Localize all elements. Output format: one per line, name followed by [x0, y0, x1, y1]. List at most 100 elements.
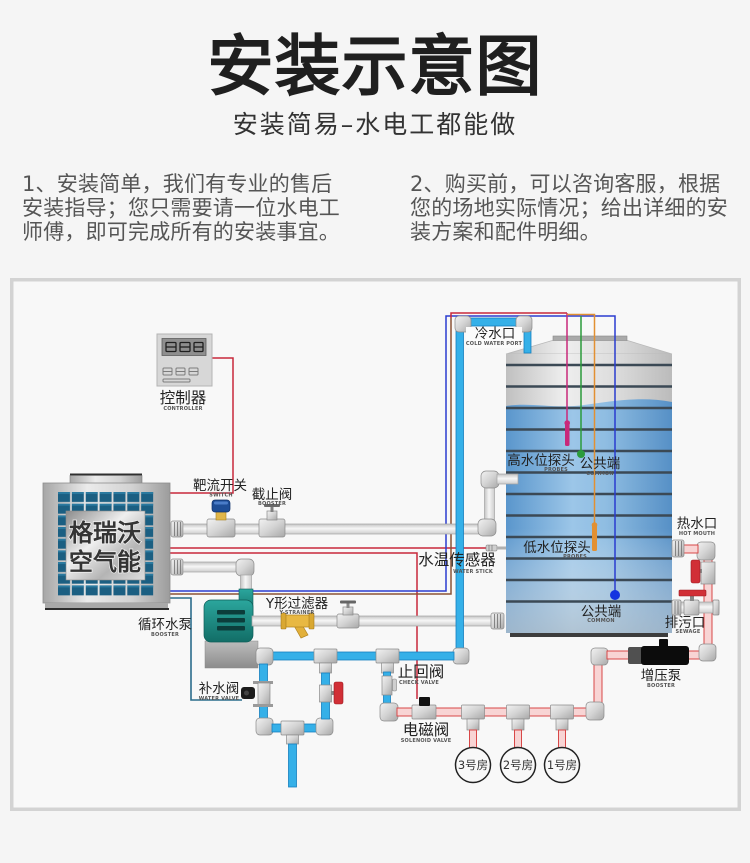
mains-supply-pipe	[288, 743, 297, 788]
high-water-probe-label: 高水位探头	[507, 452, 575, 469]
flow-switch-label-en: SWITCH	[209, 493, 232, 499]
high-water-probe-label-en: PROBES	[544, 467, 568, 473]
makeup-water-valve	[241, 681, 273, 707]
elbow-fitting	[255, 717, 274, 736]
sensor-tip	[497, 546, 506, 550]
cold-water-port-label-bg	[466, 327, 522, 348]
pipe-segment	[606, 650, 630, 660]
heat-pump-outlet-pipe	[182, 470, 519, 537]
stop-valve-bonnet	[266, 510, 278, 521]
pipe-segment	[455, 329, 464, 652]
controller-bar	[162, 378, 191, 383]
probe-top-wire	[450, 312, 567, 318]
elbow-fitting	[452, 647, 470, 665]
heat-pump-fan-cap	[69, 475, 143, 484]
high-water-probe	[565, 422, 570, 446]
flow-switch-label: 靶流开关	[193, 478, 247, 494]
stop-valve-label: 截止阀	[252, 487, 293, 503]
note-line: 安装指导；您只需要请一位水电工	[22, 196, 340, 220]
high-water-probe-tip	[564, 420, 570, 426]
controller-digits	[165, 341, 204, 353]
tee-fitting	[461, 704, 485, 720]
elbow-fitting	[379, 702, 399, 722]
upper-common-label: 公共端	[580, 456, 621, 472]
solenoid-coil	[419, 697, 430, 706]
branch-pipe	[514, 729, 522, 749]
flow-switch	[206, 499, 236, 538]
tee-fitting-stub	[555, 718, 569, 731]
pipe-segment	[240, 574, 252, 592]
coupling-body	[170, 558, 184, 576]
solenoid-valve-label-en: SOLENOID VALVE	[401, 738, 452, 744]
pump-motor-slot	[217, 610, 245, 615]
note-line: 装方案和配件明细。	[410, 220, 601, 244]
valve-handle	[690, 559, 701, 584]
pump-base	[204, 640, 259, 669]
coupling-ribs	[675, 541, 682, 556]
booster-pump	[628, 639, 689, 665]
installation-diagram: 格瑞沃 空气能	[10, 278, 741, 811]
tee-fitting	[506, 704, 530, 720]
booster-outlet	[659, 639, 668, 647]
y-strainer-label: Y形过滤器	[265, 596, 329, 612]
tee-fitting-stub	[286, 734, 299, 745]
room-label: 1号房	[547, 758, 577, 772]
pump-motor-slot	[217, 618, 245, 623]
lower-common-label-en: COMMON	[587, 618, 615, 624]
drain-end-cap	[712, 599, 720, 616]
elbow-fitting	[590, 647, 609, 666]
valve-stem	[331, 691, 334, 695]
pump-motor-slot	[217, 626, 245, 631]
pipe-segment	[269, 651, 455, 661]
hot-port-coupling	[671, 539, 685, 558]
valve-body	[700, 561, 716, 585]
page-title: 安装示意图	[207, 28, 543, 105]
stop-valve-label-en: BOOSTER	[258, 501, 286, 507]
water-temp-sensor-label: 水温传感器	[418, 551, 496, 569]
heat-pump-top-edge	[70, 473, 142, 476]
low-water-probe	[592, 524, 597, 551]
solenoid-wire	[170, 552, 418, 699]
flow-switch-body	[206, 518, 236, 538]
note-line: 师傅，即可完成所有的安装事宜。	[22, 220, 340, 244]
controller-label-en: CONTROLLER	[163, 406, 202, 412]
elbow-fitting	[480, 470, 500, 489]
water-temp-sensor-label-en: WATER STICK	[453, 569, 494, 575]
y-strainer	[280, 612, 315, 639]
booster-collar	[628, 647, 643, 664]
solenoid-valve-body	[411, 704, 437, 720]
page-subtitle: 安装简易–水电工都能做	[232, 110, 518, 139]
elbow-fitting	[585, 701, 605, 721]
tee-fitting-stub	[381, 662, 394, 674]
hot-water-pipe	[379, 539, 717, 722]
tank-bands	[506, 363, 672, 603]
coupling-ribs	[174, 522, 181, 536]
pump-outlet-pipe	[251, 612, 505, 630]
cold-water-port-label-en: COLD WATER PORT	[466, 341, 523, 347]
room-label: 2号房	[503, 758, 533, 772]
check-valve-label-en: CHECK VALVE	[399, 680, 439, 686]
heat-pump-foot	[45, 608, 169, 610]
pipe-segment	[469, 317, 519, 327]
install-note-1: 1、安装简单，我们有专业的售后 安装指导；您只需要请一位水电工 师傅，即可完成所…	[22, 172, 352, 244]
cold-water-port-label: 冷水口	[475, 326, 516, 342]
coupling-ribs	[494, 614, 501, 628]
valve-stem	[690, 595, 694, 601]
room-circle	[543, 746, 581, 784]
valve-stem	[346, 602, 350, 608]
water-temperature-sensor	[485, 544, 506, 552]
tee-fitting	[313, 648, 338, 664]
heat-pump-brand-line-2: 空气能	[69, 548, 141, 576]
elbow-fitting	[235, 558, 255, 577]
pipe-segment	[523, 330, 532, 354]
inlet-coupling	[170, 558, 184, 576]
stop-valve-body	[258, 518, 286, 538]
drain-coupling	[671, 599, 682, 616]
makeup-water-valve-label-en: WATER VALVE	[199, 696, 240, 702]
pump-inlet-pipe	[182, 558, 255, 592]
valve-body	[336, 613, 360, 629]
coupling-ribs	[174, 560, 181, 574]
room-circle	[499, 746, 537, 784]
low-probe-wire	[567, 313, 596, 524]
hot-water-port-label-en: HOT MOUTH	[679, 531, 715, 537]
